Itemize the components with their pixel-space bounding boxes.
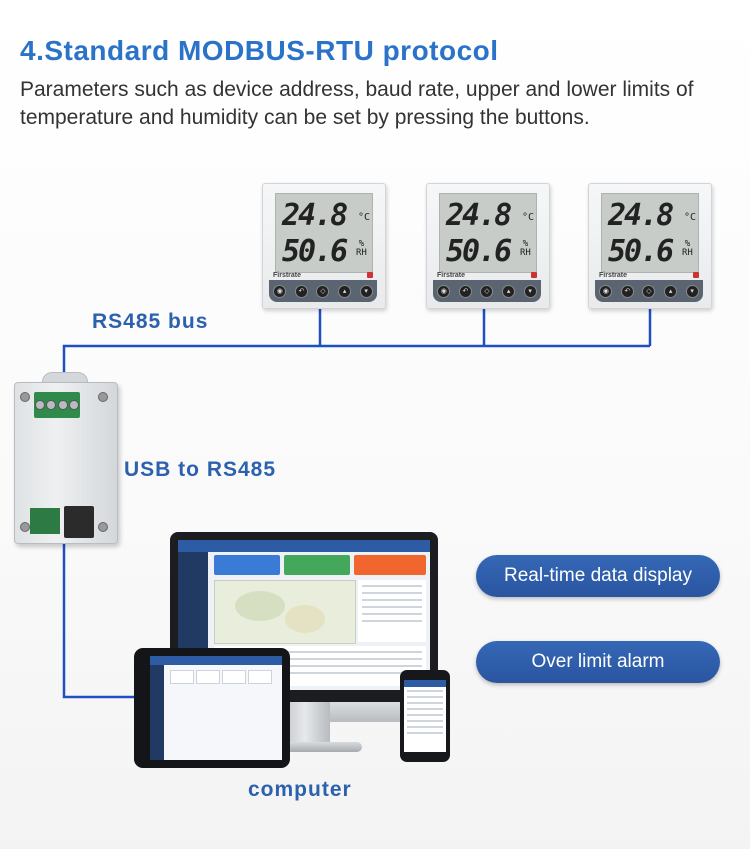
humidity-reading: 50.6 [446,234,512,269]
mode-button-icon: ◇ [480,284,494,298]
down-button-icon: ▾ [359,284,373,298]
status-led [693,272,699,278]
temperature-unit: °C [684,212,697,223]
computer-label: computer [248,778,352,801]
tablet-data-cell [170,670,194,684]
tablet-title-bar [150,656,282,665]
temperature-reading: 24.8 [282,198,348,233]
stat-card [284,555,350,575]
sensor-lcd: 24.8 °C 50.6 %RH [601,193,699,273]
software-title-bar [178,540,430,552]
temperature-unit: °C [358,212,371,223]
temperature-unit: °C [522,212,535,223]
sensor-brand-logo: Firstrate [273,272,302,279]
mode-button-icon: ◇ [642,284,656,298]
humidity-unit: %RH [520,239,531,258]
up-button-icon: ▴ [502,284,516,298]
page-description: Parameters such as device address, baud … [20,78,694,129]
sensor-device-2: 24.8 °C 50.6 %RH Firstrate ◉ ↶ ◇ ▴ ▾ [426,183,550,309]
back-button-icon: ↶ [294,284,308,298]
down-button-icon: ▾ [523,284,537,298]
usb-to-rs485-label: USB to RS485 [124,458,277,481]
sensor-button-bar: ◉ ↶ ◇ ▴ ▾ [269,280,377,302]
stat-card [354,555,426,575]
stat-card [214,555,280,575]
power-button-icon: ◉ [437,284,451,298]
rs485-bus-line [62,344,650,382]
temperature-reading: 24.8 [608,198,674,233]
humidity-unit: %RH [356,239,367,258]
tablet-data-cell [248,670,272,684]
mounting-hole-icon [98,522,108,532]
humidity-unit: %RH [682,239,693,258]
back-button-icon: ↶ [620,284,634,298]
over-limit-alarm-badge: Over limit alarm [476,641,720,683]
temperature-reading: 24.8 [446,198,512,233]
sensor-device-1: 24.8 °C 50.6 %RH Firstrate ◉ ↶ ◇ ▴ ▾ [262,183,386,309]
mounting-hole-icon [98,392,108,402]
circuit-board [30,508,60,534]
usb-cable-line [62,542,150,699]
humidity-reading: 50.6 [608,234,674,269]
sensor-lcd: 24.8 °C 50.6 %RH [439,193,537,273]
rs485-bus-label: RS485 bus [92,310,209,333]
tablet-data-cell [196,670,220,684]
humidity-reading: 50.6 [282,234,348,269]
sensor-device-3: 24.8 °C 50.6 %RH Firstrate ◉ ↶ ◇ ▴ ▾ [588,183,712,309]
back-button-icon: ↶ [458,284,472,298]
status-led [367,272,373,278]
sensor-lcd: 24.8 °C 50.6 %RH [275,193,373,273]
sensor-button-bar: ◉ ↶ ◇ ▴ ▾ [433,280,541,302]
mode-button-icon: ◇ [316,284,330,298]
power-button-icon: ◉ [273,284,287,298]
power-button-icon: ◉ [599,284,613,298]
usb-port-icon [64,506,94,538]
page-title: 4.Standard MODBUS-RTU protocol [20,35,499,66]
mounting-hole-icon [20,392,30,402]
terminal-block [34,392,80,418]
down-button-icon: ▾ [685,284,699,298]
screw-terminal-icon [46,400,57,410]
mounting-hole-icon [20,522,30,532]
realtime-display-badge: Real-time data display [476,555,720,597]
tablet-data-cell [222,670,246,684]
up-button-icon: ▴ [664,284,678,298]
tablet-screen [150,656,282,760]
screw-terminal-icon [34,400,45,410]
map-panel [214,580,356,644]
tablet-sidebar [150,665,164,760]
screw-terminal-icon [69,400,80,410]
sensor-brand-logo: Firstrate [437,272,466,279]
data-list-panel [358,580,426,642]
monitor-screen [178,540,430,690]
status-led [531,272,537,278]
sensor-brand-logo: Firstrate [599,272,628,279]
sensor-button-bar: ◉ ↶ ◇ ▴ ▾ [595,280,703,302]
phone-screen [404,680,446,752]
monitor-base [250,742,362,752]
up-button-icon: ▴ [338,284,352,298]
screw-terminal-icon [57,400,68,410]
phone-title-bar [404,680,446,687]
